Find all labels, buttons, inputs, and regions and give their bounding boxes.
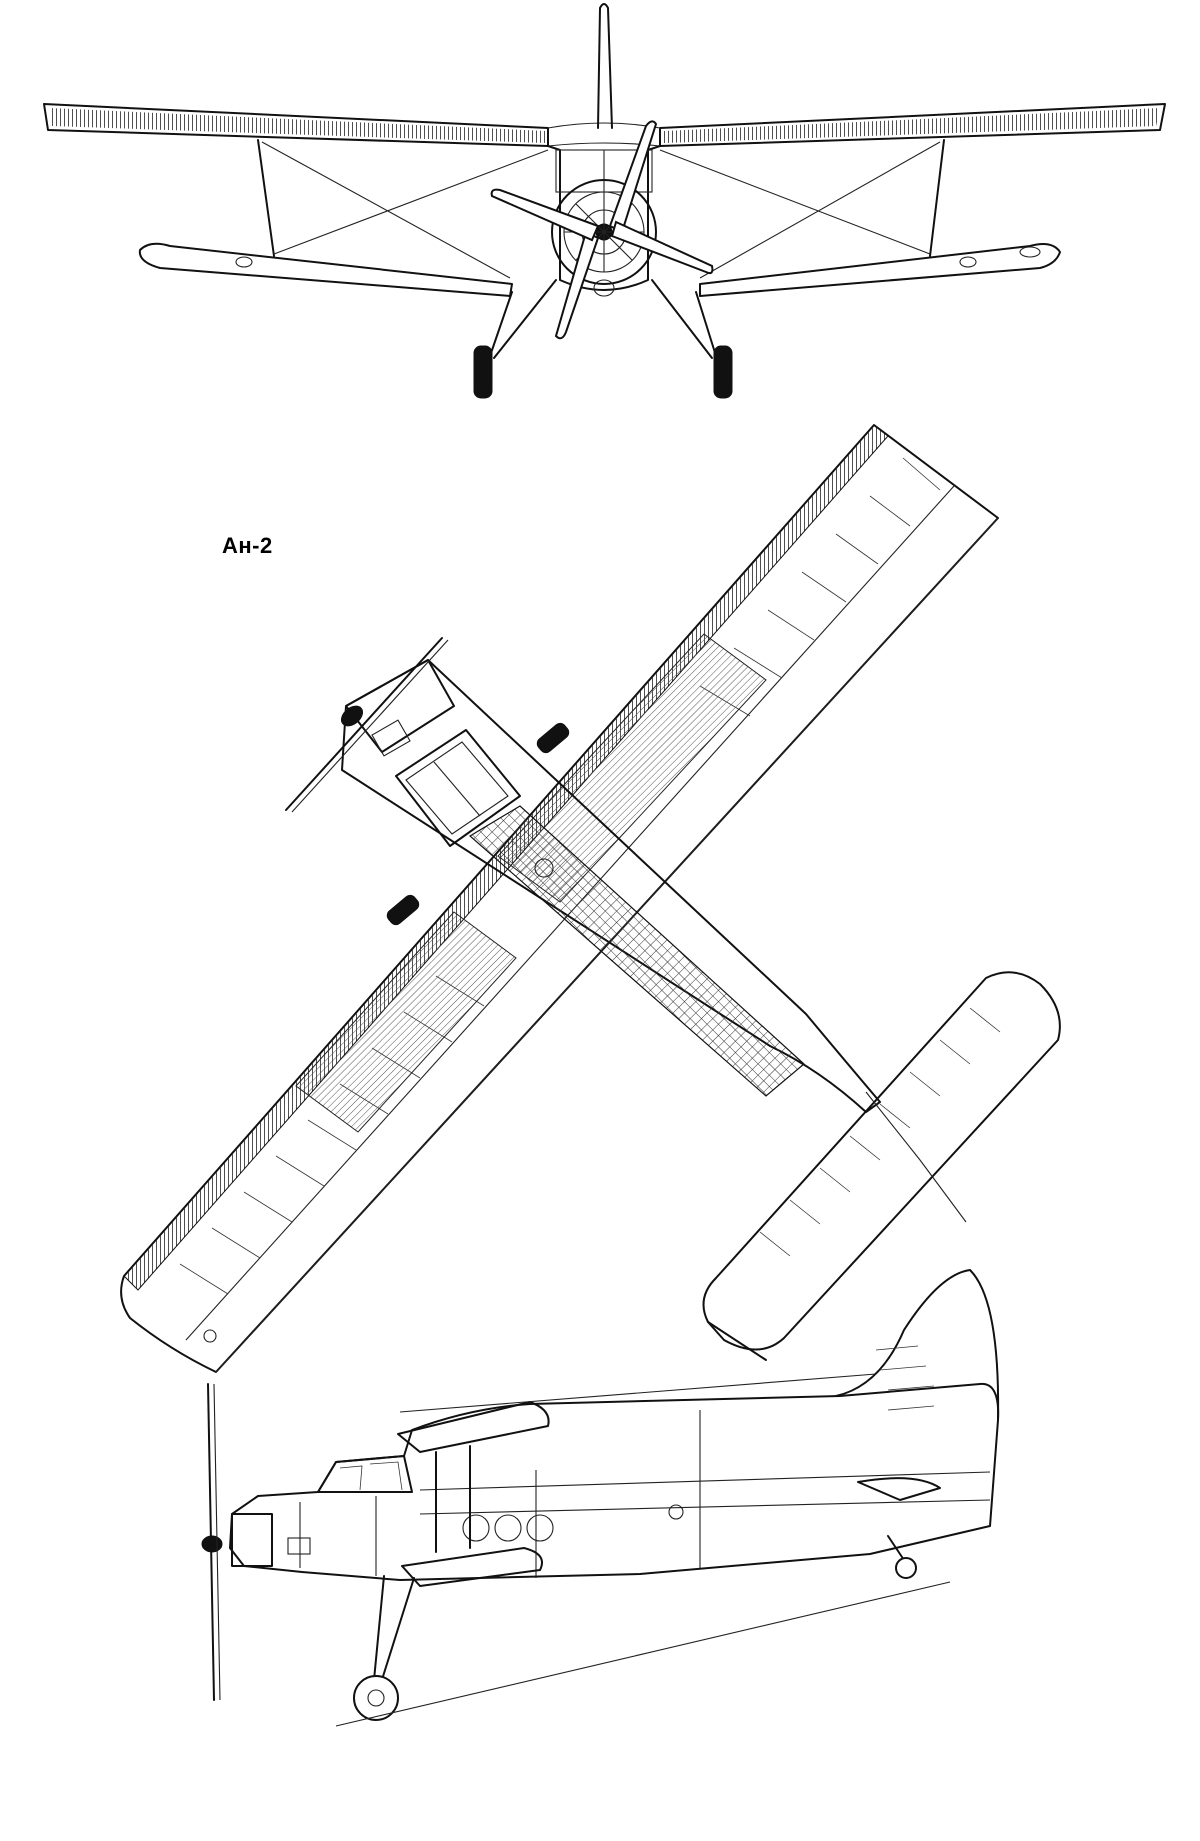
side-fuselage: [229, 1382, 1000, 1581]
front-upper-wing: [43, 103, 1166, 147]
side-tail: [835, 1269, 1000, 1501]
front-landing-gear: [473, 279, 733, 399]
side-landing-gear: [335, 1535, 951, 1727]
top-view: [120, 424, 1061, 1373]
front-struts: [257, 139, 945, 279]
side-nose: [201, 1383, 273, 1701]
front-propeller: [490, 120, 714, 340]
front-lower-wing: [138, 242, 1061, 297]
front-view: [43, 3, 1166, 399]
top-fuselage: [341, 659, 881, 1113]
top-wheels: [386, 722, 570, 926]
top-tailplane: [702, 971, 1061, 1361]
front-fin: [597, 3, 613, 129]
side-view: [201, 1269, 1000, 1727]
side-wings: [397, 1373, 877, 1587]
aircraft-title-label: Ан-2: [222, 533, 273, 558]
side-cockpit: [317, 1455, 413, 1493]
top-propeller: [285, 637, 449, 813]
